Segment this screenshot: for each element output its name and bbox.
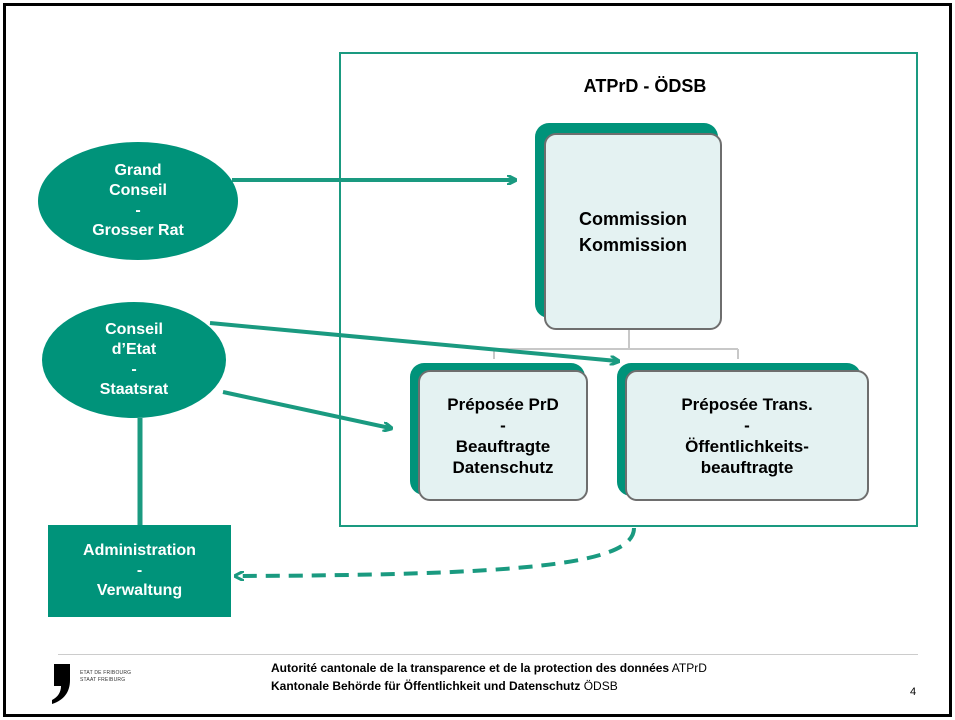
logo-text-de: STAAT FREIBURG [80,677,126,683]
grand-conseil-label-3: - [135,202,141,219]
preposee-trans-node: Préposée Trans. - Öffentlichkeits- beauf… [625,370,869,501]
footer-fr-abbr: ATPrD [671,661,707,675]
conseil-etat-label-1: Conseil [105,321,163,338]
preposee-trans-label-2: - [744,415,750,435]
grand-conseil-node: Grand Conseil - Grosser Rat [38,142,238,260]
footer-line-de: Kantonale Behörde für Öffentlichkeit und… [271,679,618,693]
commission-label-2: Kommission [578,234,688,255]
fribourg-logo-icon [52,664,70,704]
conseil-etat-label-4: Staatsrat [99,381,169,398]
preposee-prd-label-2: - [500,415,506,435]
preposee-prd-label-3: Beauftragte [455,436,551,456]
page-number: 4 [910,686,917,698]
commission-node: Commission Kommission [544,133,722,330]
commission-label-1: Commission [578,208,688,229]
footer-line-fr: Autorité cantonale de la transparence et… [271,661,707,675]
administration-label-1: Administration [83,542,196,559]
administration-label-2: - [136,562,143,579]
atprd-container [339,52,918,527]
preposee-prd-label-1: Préposée PrD [447,394,559,414]
conseil-etat-node: Conseil d’Etat - Staatsrat [42,302,226,418]
footer-fr-name: Autorité cantonale de la transparence et… [271,661,670,675]
diagram-title: ATPrD - ÖDSB [583,76,707,96]
preposee-prd-node: Préposée PrD - Beauftragte Datenschutz [418,370,588,501]
slide-frame [3,3,952,717]
preposee-prd-label-4: Datenschutz [452,457,554,477]
arrow-conseil-etat-to-preposee-trans [209,321,617,361]
preposee-trans-label-1: Préposée Trans. [681,394,813,414]
administration-node: Administration - Verwaltung [48,525,231,617]
administration-label-3: Verwaltung [96,582,183,599]
grand-conseil-label-4: Grosser Rat [92,222,184,239]
preposee-trans-label-4: beauftragte [700,457,794,477]
footer-divider [58,654,918,655]
conseil-etat-label-2: d’Etat [111,341,157,358]
preposee-trans-label-3: Öffentlichkeits- [685,436,809,456]
arrow-conseil-etat-to-preposee-prd [222,390,390,428]
conseil-etat-label-3: - [131,361,137,378]
grand-conseil-label-1: Grand [114,162,162,179]
grand-conseil-label-2: Conseil [109,182,167,199]
footer-de-abbr: ÖDSB [583,679,618,693]
logo-text-fr: ETAT DE FRIBOURG [80,670,132,676]
dashed-arrow-trans-to-administration [237,527,636,576]
footer-de-name: Kantonale Behörde für Öffentlichkeit und… [271,679,581,693]
